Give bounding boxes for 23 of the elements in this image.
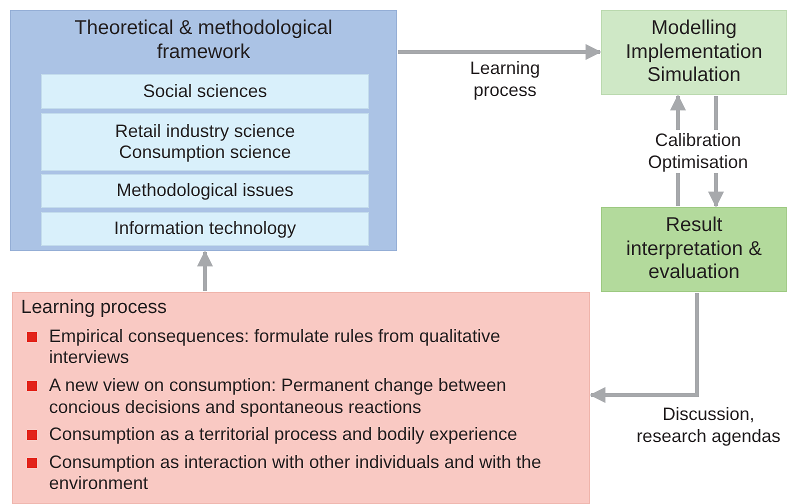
box-label: Social sciences [142, 80, 268, 102]
box-label: Information technology [114, 218, 296, 240]
box-label: Retail industry science Consumption science [114, 120, 296, 164]
process-box [601, 207, 787, 292]
topic-box [41, 74, 369, 109]
bullet-text: A new view on consumption: Permanent change between concious decisions and spontaneous reactions [49, 374, 508, 418]
box-label: Result interpretation & evaluation [625, 214, 763, 285]
topic-box [41, 174, 369, 208]
arrow [197, 250, 213, 291]
bullet-text: Consumption as interaction with other individuals and with the environment [49, 452, 542, 495]
arrow [589, 293, 699, 403]
framework-box [10, 10, 397, 251]
bullet-text: Consumption as a territorial process and bodily experience [49, 424, 518, 446]
bullet-text: Empirical consequences: formulate rules from qualitative interviews [49, 326, 502, 369]
process-box [601, 10, 787, 95]
box-label: Modelling Implementation Simulation [624, 17, 764, 88]
list-panel [12, 292, 590, 504]
topic-box [41, 212, 369, 246]
arrow [398, 44, 602, 60]
box-label: Theoretical & methodological framework [74, 17, 334, 64]
topic-box [41, 113, 369, 171]
box-label: Methodological issues [116, 180, 294, 202]
panel-heading: Learning process [21, 297, 168, 320]
